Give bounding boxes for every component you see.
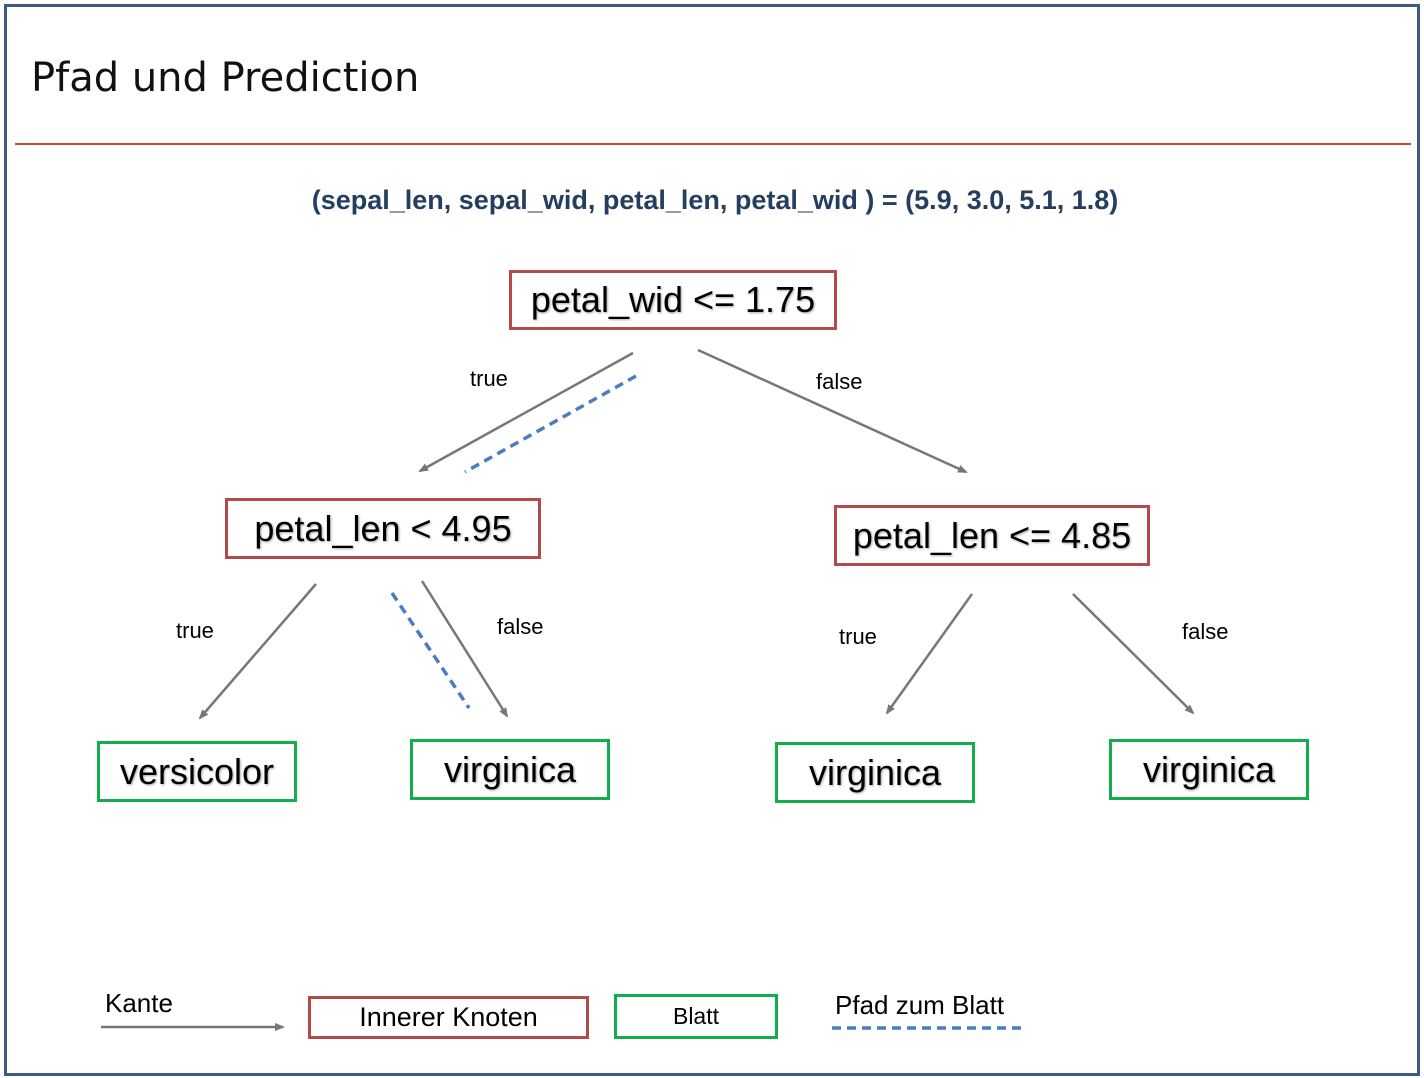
edge-label-left-true: true xyxy=(176,618,214,643)
path-segment-left-leaf xyxy=(390,592,471,709)
edge-label-left-false: false xyxy=(497,614,544,639)
slide-title: Pfad und Prediction xyxy=(31,55,420,101)
edge-left-false xyxy=(420,580,509,718)
legend-leaf: Blatt xyxy=(614,994,778,1039)
legend-edge-label: Kante xyxy=(105,988,173,1018)
edge-label-root-true: true xyxy=(470,366,508,391)
edge-right-false xyxy=(1072,593,1195,715)
edge-label-right-false: false xyxy=(1182,619,1229,644)
legend-inner-node: Innerer Knoten xyxy=(308,996,589,1039)
title-divider xyxy=(15,143,1411,145)
node-right: petal_len <= 4.85 xyxy=(834,505,1150,566)
edge-root-true xyxy=(418,351,634,473)
leaf-virginica-mid: virginica xyxy=(775,742,975,803)
sample-vector: (sepal_len, sepal_wid, petal_len, petal_… xyxy=(311,185,1119,215)
path-segment-root-left xyxy=(464,374,637,474)
leaf-versicolor: versicolor xyxy=(97,741,297,802)
node-root: petal_wid <= 1.75 xyxy=(509,270,837,330)
edge-left-true xyxy=(198,583,317,720)
edge-label-right-true: true xyxy=(839,624,877,649)
leaf-virginica-right: virginica xyxy=(1109,739,1309,800)
node-left: petal_len < 4.95 xyxy=(225,498,541,559)
legend-path-label: Pfad zum Blatt xyxy=(835,990,1005,1020)
leaf-virginica-left: virginica xyxy=(410,739,610,800)
edge-label-root-false: false xyxy=(816,369,863,394)
edge-root-false xyxy=(697,348,968,474)
edge-right-true xyxy=(885,593,974,715)
